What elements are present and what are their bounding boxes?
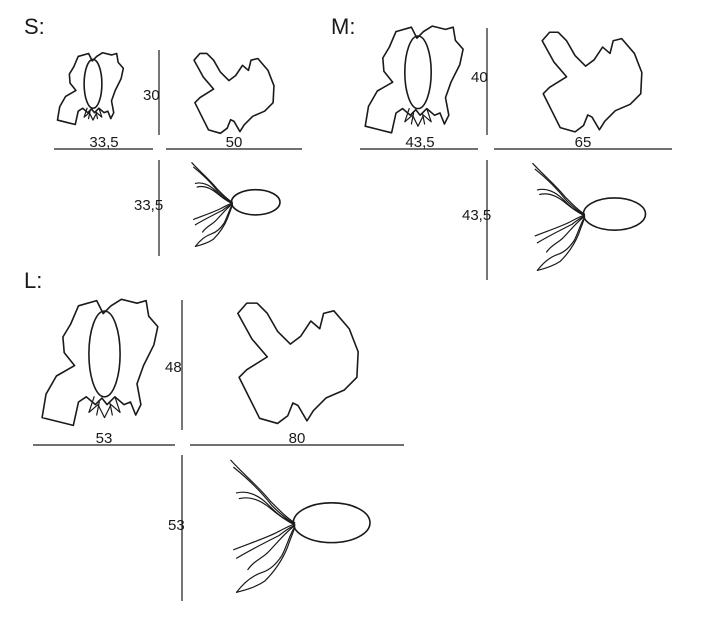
group-s-label: S:: [24, 14, 45, 39]
group-s: S: 33,5 30 50 33,5: [24, 14, 302, 256]
group-l-top-depth-label: 53: [168, 517, 185, 534]
group-l-side-width-label: 80: [289, 430, 306, 447]
group-s-front-width-label: 33,5: [89, 134, 118, 151]
group-m-top-depth-label: 43,5: [462, 207, 491, 224]
group-l-front-view: [40, 298, 159, 427]
group-m-front-width-label: 43,5: [405, 134, 434, 151]
group-s-side-width-label: 50: [226, 134, 243, 151]
group-s-top-depth-label: 33,5: [134, 197, 163, 214]
group-s-height-label: 30: [143, 87, 160, 104]
group-s-side-view: [192, 52, 276, 135]
group-l-front-width-label: 53: [96, 430, 113, 447]
group-l-top-view: [229, 458, 372, 595]
group-m-side-width-label: 65: [575, 134, 592, 151]
group-m-height-label: 40: [471, 69, 488, 86]
group-m-label: M:: [331, 14, 355, 39]
group-m: M: 43,5 40 65 43,5: [331, 14, 672, 280]
group-s-front-view: [56, 52, 125, 126]
group-l: L: 53 48 80 53: [24, 268, 404, 601]
group-l-height-label: 48: [165, 359, 182, 376]
group-l-side-view: [236, 301, 360, 426]
group-m-top-view: [531, 161, 647, 272]
group-m-front-view: [364, 25, 464, 134]
group-s-top-view: [190, 161, 282, 248]
group-l-label: L:: [24, 268, 42, 293]
group-m-side-view: [540, 30, 644, 134]
